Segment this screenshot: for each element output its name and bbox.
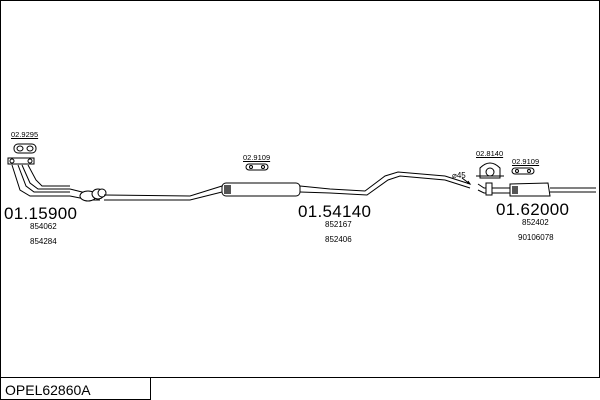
part-ref-middle-2: 852406 bbox=[325, 235, 352, 244]
diameter-label: ⌀45 bbox=[452, 171, 466, 180]
diameter-arrow-icon bbox=[461, 177, 471, 185]
part-ref-front-1: 854062 bbox=[30, 222, 57, 231]
part-ref-rear-1: 852402 bbox=[522, 218, 549, 227]
part-ref-middle-1: 852167 bbox=[325, 220, 352, 229]
middle-pipe-drawing bbox=[103, 171, 471, 201]
rubber-hanger-icon bbox=[245, 163, 269, 171]
clamp-icon bbox=[476, 162, 504, 179]
part-number-middle: 01.54140 bbox=[298, 202, 372, 221]
fitting-label-hanger-middle: 02.9109 bbox=[243, 153, 271, 162]
part-ref-rear-2: 90106078 bbox=[518, 233, 554, 242]
gasket-icon bbox=[13, 143, 37, 154]
fitting-label-gasket: 02.9295 bbox=[11, 130, 39, 139]
front-pipe-drawing bbox=[7, 157, 107, 202]
diagram-code: OPEL62860A bbox=[5, 382, 91, 398]
diameter-arrowhead-icon bbox=[466, 180, 472, 185]
diagram-code-box: OPEL62860A bbox=[0, 377, 151, 400]
rubber-hanger-icon bbox=[511, 167, 535, 175]
fitting-label-clamp: 02.8140 bbox=[476, 149, 504, 158]
rear-silencer-drawing bbox=[477, 182, 596, 197]
fitting-label-hanger-rear: 02.9109 bbox=[512, 157, 540, 166]
part-ref-front-2: 854284 bbox=[30, 237, 57, 246]
part-number-rear: 01.62000 bbox=[496, 200, 570, 219]
part-number-front: 01.15900 bbox=[4, 204, 78, 223]
